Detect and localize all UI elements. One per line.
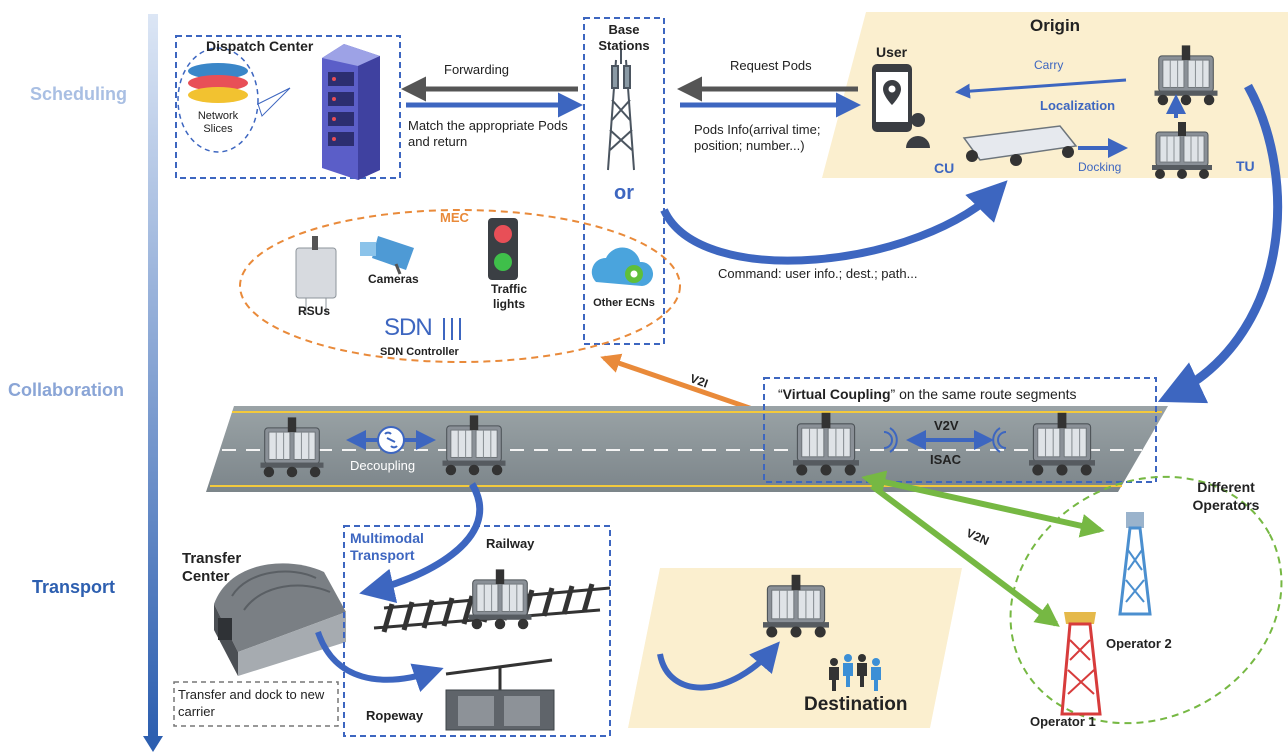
isac-label: ISAC	[930, 452, 962, 467]
traffic-lights-label: Traffic lights	[490, 282, 527, 311]
virtual-coupling-bold: Virtual Coupling	[782, 386, 891, 402]
user-phone-icon	[872, 64, 930, 148]
to-destination-arrow	[657, 641, 780, 691]
ropeway-icon	[445, 658, 555, 731]
different-operators-title: Different Operators	[1192, 479, 1260, 513]
mec-area	[239, 209, 681, 363]
stage-axis-head	[143, 736, 163, 752]
rsus-label: RSUs	[298, 304, 331, 318]
transfer-center-title: Transfer Center	[182, 550, 242, 585]
quote-open: “	[778, 386, 783, 402]
rsu-icon	[295, 236, 337, 314]
request-pods-label: Request Pods	[730, 58, 812, 73]
v2n-arrow-op2	[861, 470, 1105, 538]
slice-icon	[188, 75, 248, 91]
stage-axis	[148, 14, 158, 738]
pod-icon	[467, 568, 533, 630]
signal-waves-icon	[883, 427, 1007, 453]
tu-label: TU	[1236, 158, 1255, 174]
operator2-label: Operator 2	[1106, 636, 1172, 651]
to-multimodal-arrow	[359, 482, 484, 603]
user-label: User	[876, 44, 908, 60]
bubble-tail	[257, 87, 291, 117]
dispatch-center-title: Dispatch Center	[206, 38, 314, 54]
pods-info-label: Pods Info(arrival time; position; number…	[694, 122, 821, 153]
operator2-tower-icon	[1118, 512, 1152, 616]
operator1-label: Operator 1	[1030, 714, 1096, 729]
forwarding-label: Forwarding	[444, 62, 510, 77]
to-ropeway-arrow	[315, 631, 444, 692]
multimodal-box	[343, 525, 611, 737]
network-slices-label: Network Slices	[197, 110, 239, 135]
virtual-coupling-caption: “Virtual Coupling” on the same route seg…	[778, 386, 1077, 402]
carry-arrow	[955, 78, 1127, 99]
slice-icon	[188, 63, 248, 79]
server-rack-icon	[322, 44, 380, 180]
sdn-logo: SDN	[384, 314, 433, 341]
command-label: Command: user info.; dest.; path...	[718, 266, 918, 281]
v2n-arrow-op1	[870, 483, 1060, 627]
transfer-note-label: Transfer and dock to new carrier	[178, 687, 325, 719]
transfer-center-icon	[214, 563, 346, 676]
traffic-light-icon	[488, 218, 518, 280]
docking-label: Docking	[1078, 160, 1122, 174]
ropeway-label: Ropeway	[366, 708, 424, 723]
v2v-label: V2V	[934, 418, 959, 433]
dispatch-center-box	[175, 35, 401, 179]
unlink-icon	[377, 426, 405, 454]
decoupling-label: Decoupling	[350, 458, 416, 473]
transfer-note-box	[173, 681, 339, 727]
sdn-sliders-icon	[443, 318, 461, 340]
cu-label: CU	[934, 160, 955, 176]
operators-area	[1009, 475, 1283, 725]
destination-title: Destination	[804, 694, 908, 715]
origin-to-coupling-arrow	[1157, 83, 1283, 404]
tower-icon	[607, 50, 635, 171]
localization-label: Localization	[1040, 98, 1116, 113]
base-stations-box	[583, 17, 665, 345]
cu-carrier-icon	[962, 125, 1078, 166]
virtual-coupling-rest: ” on the same route segments	[890, 386, 1077, 402]
match-label: Match the appropriate Pods and return	[408, 118, 568, 149]
stage-scheduling: Scheduling	[30, 84, 128, 104]
slice-icon	[188, 87, 248, 103]
railway-label: Railway	[486, 536, 535, 551]
stage-collaboration: Collaboration	[8, 380, 124, 400]
origin-title: Origin	[1030, 16, 1081, 35]
operator1-tower-icon	[1060, 612, 1102, 716]
cloud-gear-icon	[591, 247, 654, 286]
other-ecns-label: Other ECNs	[593, 297, 655, 309]
carry-label: Carry	[1034, 58, 1064, 72]
camera-icon	[360, 236, 414, 275]
sdn-controller-label: SDN Controller	[380, 346, 459, 358]
base-stations-title: Base Stations	[598, 22, 650, 53]
command-arrow	[660, 180, 1008, 265]
cameras-label: Cameras	[368, 272, 419, 286]
multimodal-title: Multimodal Transport	[350, 530, 424, 563]
or-label: or	[614, 182, 634, 204]
stage-transport: Transport	[32, 577, 116, 597]
mec-title: MEC	[440, 210, 469, 225]
